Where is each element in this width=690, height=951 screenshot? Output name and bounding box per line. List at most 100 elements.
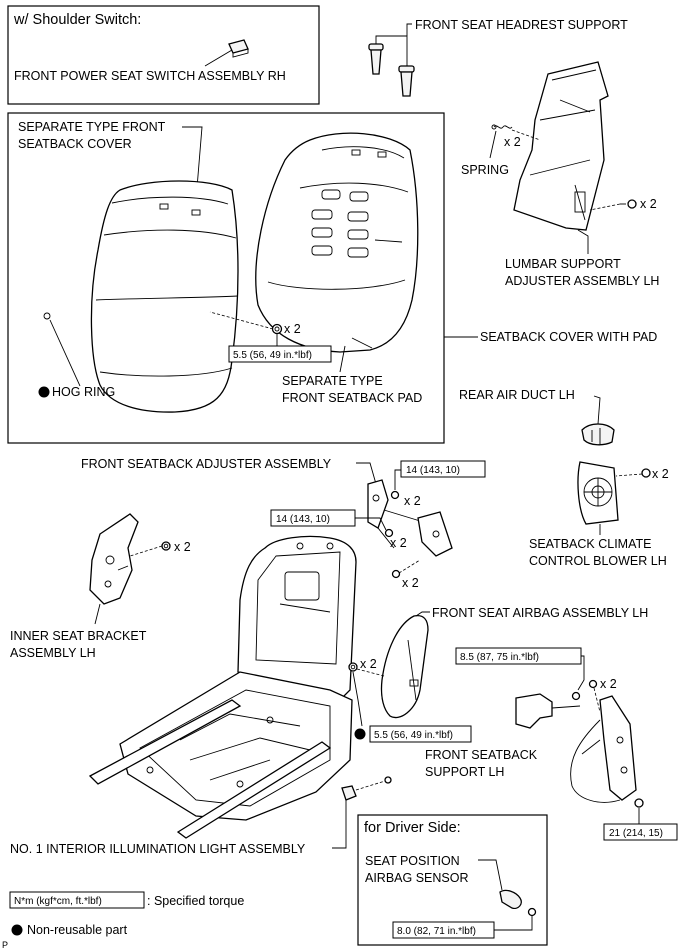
label-position-sensor-2: AIRBAG SENSOR (365, 871, 469, 885)
adjuster-lower-bolt (391, 569, 401, 579)
inner-bracket-nut-part (161, 541, 171, 551)
airbag-assembly-part (380, 614, 429, 719)
leader-adjuster (356, 462, 377, 485)
label-separate-pad-2: FRONT SEATBACK PAD (282, 391, 422, 405)
torque-adjuster-upper: 14 (143, 10) (406, 465, 460, 476)
page-marker: P (2, 940, 8, 950)
seatback-cover-part (90, 180, 239, 413)
leader-sensor-torque-2 (494, 922, 533, 931)
leader-hog-ring (49, 319, 81, 387)
label-rear-air-duct: REAR AIR DUCT LH (459, 388, 575, 402)
driver-side-box (357, 814, 548, 946)
airbag-nut-nonreusable-marker (354, 728, 366, 740)
leader-illumination (332, 800, 347, 849)
legend-nonreusable-desc: Non-reusable part (27, 923, 128, 937)
torque-adjuster-left: 14 (143, 10) (276, 514, 330, 525)
label-climate-blower-2: CONTROL BLOWER LH (529, 554, 667, 568)
label-seatback-support-1: FRONT SEATBACK (425, 748, 538, 762)
leader-rear-air-duct (593, 395, 601, 425)
torque-box-adjuster-upper (400, 460, 486, 478)
torque-support-bolt: 8.5 (87, 75 in.*lbf) (460, 652, 539, 663)
legend-torque-desc: : Specified torque (147, 894, 244, 908)
lumbar-support-part (513, 61, 609, 231)
spring-qty: x 2 (504, 135, 521, 149)
seatback-pad-part (255, 132, 419, 353)
shoulder-switch-box (7, 5, 320, 105)
illumination-light-part (341, 776, 392, 801)
label-illumination-light: NO. 1 INTERIOR ILLUMINATION LIGHT ASSEMB… (10, 842, 306, 856)
seat-frame-part (88, 535, 357, 839)
driver-side-title: for Driver Side: (364, 820, 461, 836)
leader-airbag (415, 611, 430, 617)
label-lumbar-1: LUMBAR SUPPORT (505, 257, 621, 271)
legend-torque-format: N*m (kgf*cm, ft.*lbf) (14, 896, 102, 907)
label-adjuster-assembly: FRONT SEATBACK ADJUSTER ASSEMBLY (81, 457, 332, 471)
airbag-nut-part (348, 662, 358, 672)
label-airbag-assembly: FRONT SEAT AIRBAG ASSEMBLY LH (432, 606, 648, 620)
pad-nut-dashline (209, 311, 274, 330)
hog-ring-nonreusable-marker (38, 386, 50, 398)
label-power-seat-switch: FRONT POWER SEAT SWITCH ASSEMBLY RH (14, 69, 286, 83)
leader-lumbar (577, 229, 589, 254)
legend-nonreusable-marker (11, 924, 23, 936)
climate-blower-part (577, 461, 619, 525)
leader-adjuster-upper-torque (394, 469, 401, 490)
support-lower-bolt-part (634, 798, 644, 808)
position-sensor-part (499, 889, 537, 917)
leader-power-switch (204, 49, 233, 67)
leader-position-sensor (478, 859, 503, 891)
blower-bolt-dashline (615, 473, 643, 477)
pad-nut-part (271, 323, 283, 335)
legend-torque-box (9, 891, 145, 909)
label-seatback-cover-pad: SEATBACK COVER WITH PAD (480, 330, 657, 344)
label-separate-cover-2: SEATBACK COVER (18, 137, 132, 151)
label-climate-blower-1: SEATBACK CLIMATE (529, 537, 651, 551)
rear-air-duct-part (581, 423, 615, 446)
torque-box-pad-nut (228, 345, 332, 363)
torque-box-support-lower (603, 823, 678, 841)
torque-sensor: 8.0 (82, 71 in.*lbf) (397, 926, 476, 937)
pad-nut-qty: x 2 (284, 322, 301, 336)
inner-bracket-nut-qty: x 2 (174, 540, 191, 554)
lumbar-bolt-part (620, 199, 637, 209)
adjuster-upper-bolt (390, 490, 400, 500)
adjuster-lower-qty: x 2 (402, 576, 419, 590)
power-seat-switch-part (228, 39, 249, 58)
leader-inner-bracket (94, 603, 101, 625)
torque-support-lower: 21 (214, 15) (609, 828, 663, 839)
leader-spring (489, 130, 497, 159)
lumbar-bolt-qty: x 2 (640, 197, 657, 211)
seatback-support-part (515, 687, 637, 803)
support-bolt-qty: x 2 (600, 677, 617, 691)
inner-bracket-dashline (129, 545, 163, 557)
label-spring: SPRING (461, 163, 509, 177)
headrest-support-part (368, 43, 415, 97)
torque-pad-nut: 5.5 (56, 49 in.*lbf) (233, 350, 312, 361)
leader-separate-pad (339, 345, 346, 373)
illumination-dashline (355, 780, 386, 791)
label-position-sensor-1: SEAT POSITION (365, 854, 460, 868)
airbag-nut-qty: x 2 (360, 657, 377, 671)
shoulder-switch-title: w/ Shoulder Switch: (13, 12, 141, 28)
torque-box-airbag-nut (369, 725, 472, 743)
adjuster-mid-bolt (384, 528, 394, 538)
adjuster-upper-qty: x 2 (404, 494, 421, 508)
label-lumbar-2: ADJUSTER ASSEMBLY LH (505, 274, 659, 288)
label-separate-pad-1: SEPARATE TYPE (282, 374, 383, 388)
hog-ring-part (43, 312, 51, 320)
blower-bolt-qty: x 2 (652, 467, 669, 481)
leader-airbag-nut-torque (352, 671, 363, 727)
leader-support-bolt-torque (577, 655, 585, 691)
spring-part (491, 124, 513, 130)
lumbar-bolt-dashline (589, 203, 621, 211)
label-inner-bracket-2: ASSEMBLY LH (10, 646, 96, 660)
label-seatback-support-2: SUPPORT LH (425, 765, 504, 779)
leader-adjuster-left-torque (355, 517, 387, 531)
label-inner-bracket-1: INNER SEAT BRACKET (10, 629, 147, 643)
seatback-cover-box (7, 112, 445, 444)
leader-separate-cover (182, 126, 203, 201)
leader-headrest-2 (406, 23, 412, 36)
blower-bolt-part (641, 468, 651, 478)
support-bolt-part (571, 679, 598, 701)
label-headrest-support: FRONT SEAT HEADREST SUPPORT (415, 18, 628, 32)
